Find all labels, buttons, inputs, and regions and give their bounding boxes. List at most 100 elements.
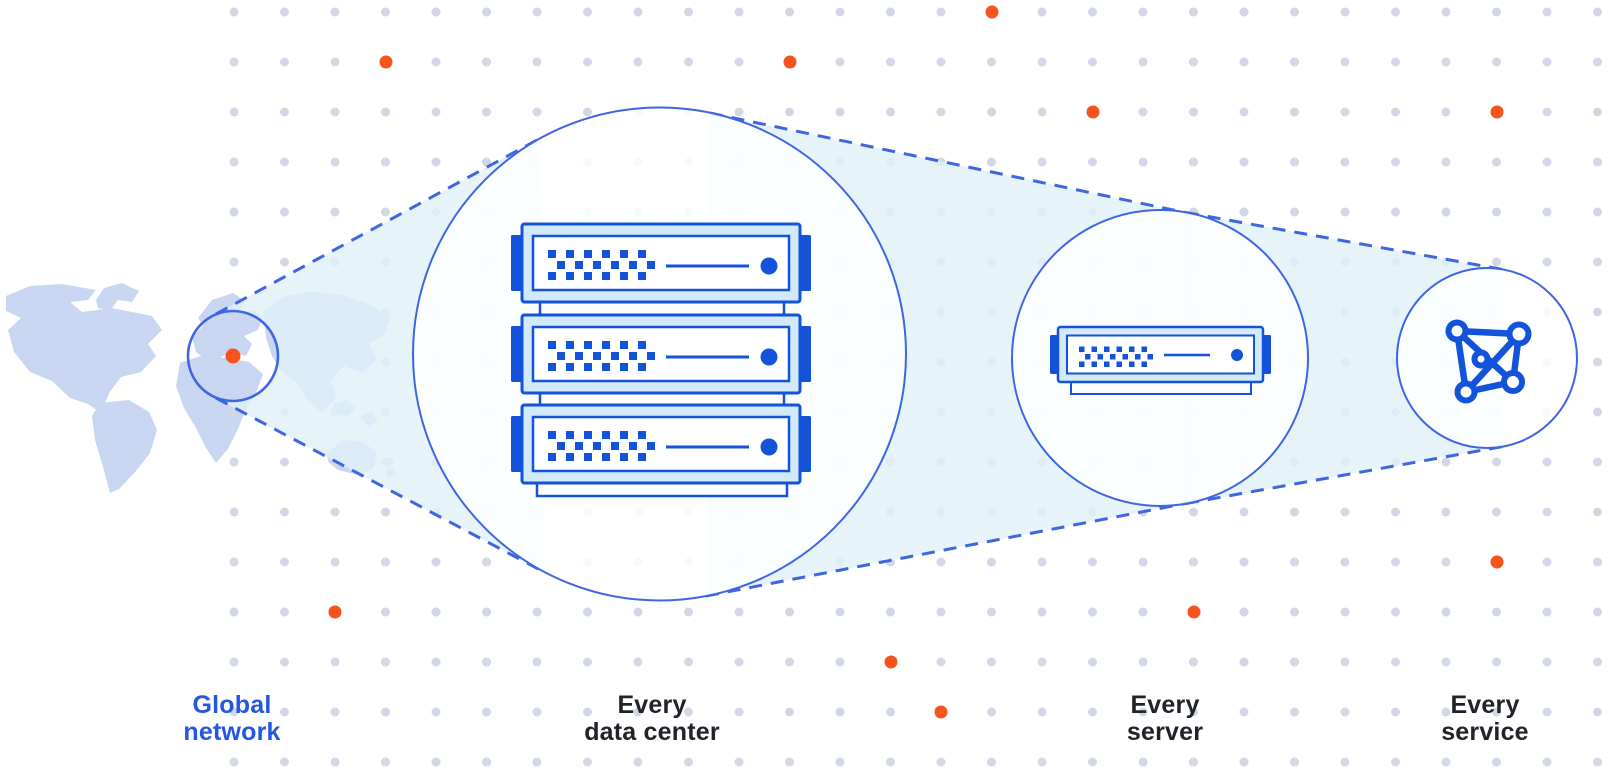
vent-dot <box>566 363 574 371</box>
mesh-node <box>1506 321 1532 347</box>
grid-dot <box>482 557 491 567</box>
grid-dot <box>1542 507 1552 517</box>
grid-dot <box>1492 207 1501 217</box>
vent-dot <box>557 261 565 269</box>
grid-dot <box>1441 557 1451 567</box>
vent-dot <box>584 431 592 439</box>
grid-dot <box>1391 157 1400 167</box>
grid-dot <box>1290 707 1299 717</box>
grid-dot <box>1391 507 1400 517</box>
grid-dot <box>583 57 592 67</box>
network-mesh-icon <box>1445 319 1532 404</box>
grid-dot <box>1290 657 1299 667</box>
label-global-network: Global network <box>183 691 281 746</box>
grid-dot <box>330 557 340 567</box>
grid-dot <box>1593 207 1602 217</box>
grid-dot <box>381 557 390 567</box>
grid-dot <box>1593 507 1602 517</box>
vent-dot <box>584 250 592 258</box>
grid-dot <box>1037 757 1047 767</box>
grid-dot <box>1542 557 1552 567</box>
grid-dot <box>1189 707 1198 717</box>
grid-dot <box>280 657 289 667</box>
grid-dot <box>1239 57 1249 67</box>
rack-unit <box>511 403 811 485</box>
grid-dot <box>1138 7 1148 17</box>
vent-dot <box>602 272 610 280</box>
grid-dot <box>734 57 744 67</box>
accent-dot <box>328 605 342 619</box>
grid-dot <box>1492 657 1501 667</box>
south-america-shape <box>92 400 157 493</box>
grid-dot <box>1340 707 1350 717</box>
grid-dot <box>482 107 491 117</box>
grid-dot <box>1340 157 1350 167</box>
grid-dot <box>1593 607 1602 617</box>
grid-dot <box>431 557 441 567</box>
power-led <box>1231 349 1243 361</box>
grid-dot <box>684 57 693 67</box>
grid-dot <box>280 507 289 517</box>
grid-dot <box>583 7 592 17</box>
grid-dot <box>1239 157 1249 167</box>
grid-dot <box>987 657 996 667</box>
grid-dot <box>431 57 441 67</box>
grid-dot <box>684 7 693 17</box>
grid-dot <box>1492 707 1501 717</box>
grid-dot <box>785 7 794 17</box>
grid-dot <box>431 607 441 617</box>
rack-unit <box>511 313 811 395</box>
grid-dot <box>229 757 239 767</box>
label-every-data-center: Every data center <box>584 691 720 746</box>
grid-dot <box>1593 107 1602 117</box>
grid-dot <box>1593 307 1602 317</box>
grid-dot <box>633 57 643 67</box>
grid-dot <box>381 757 390 767</box>
grid-dot <box>1441 707 1451 717</box>
grid-dot <box>1441 57 1451 67</box>
vent-dot <box>602 341 610 349</box>
grid-dot <box>280 707 289 717</box>
server-faceplate <box>1066 334 1255 375</box>
vent-dot <box>584 453 592 461</box>
grid-dot <box>1441 157 1451 167</box>
grid-dot <box>583 607 592 617</box>
grid-dot <box>482 757 491 767</box>
vent-dot <box>1141 361 1147 367</box>
grid-dot <box>1391 107 1400 117</box>
grid-dot <box>936 607 946 617</box>
grid-dot <box>280 607 289 617</box>
grid-dot <box>936 557 946 567</box>
grid-dot <box>734 7 744 17</box>
grid-dot <box>381 157 390 167</box>
grid-dot <box>532 107 542 117</box>
grid-dot <box>482 607 491 617</box>
grid-dot <box>684 607 693 617</box>
vent-dot <box>548 363 556 371</box>
vent-dot <box>620 431 628 439</box>
grid-dot <box>1391 707 1400 717</box>
grid-dot <box>1189 557 1198 567</box>
grid-dot <box>1290 607 1299 617</box>
vent-dot <box>1147 354 1153 360</box>
server-unit <box>1050 325 1271 384</box>
grid-dot <box>482 57 491 67</box>
grid-dot <box>1441 757 1451 767</box>
grid-dot <box>280 257 289 267</box>
grid-dot <box>330 757 340 767</box>
mesh-node <box>1501 370 1525 394</box>
vent-dot <box>575 442 583 450</box>
grid-dot <box>1441 507 1451 517</box>
grid-dot <box>431 657 441 667</box>
grid-dot <box>1391 207 1400 217</box>
vent-dot <box>1085 354 1091 360</box>
grid-dot <box>583 757 592 767</box>
dashed-line-lower-3 <box>1185 445 1504 505</box>
vent-dot <box>1091 361 1097 367</box>
grid-dot <box>1391 557 1400 567</box>
grid-dot <box>1391 657 1400 667</box>
grid-dot <box>1138 707 1148 717</box>
accent-dot <box>1086 105 1100 119</box>
vent-dot <box>548 250 556 258</box>
accent-dot <box>985 5 999 19</box>
